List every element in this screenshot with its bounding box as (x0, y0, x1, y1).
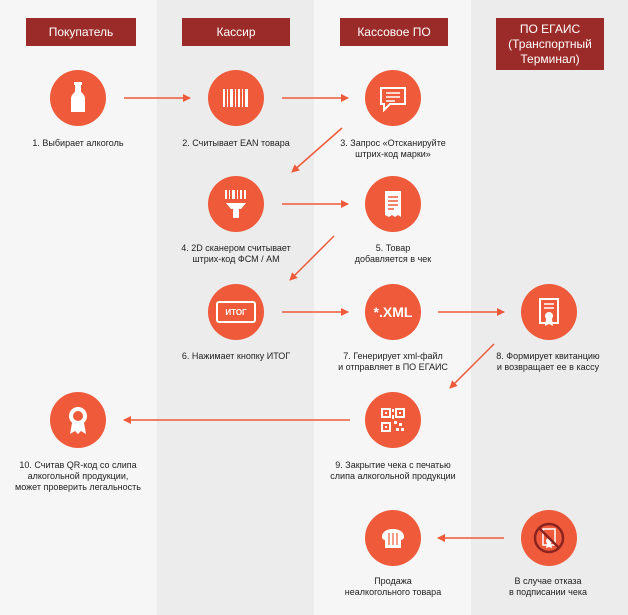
lane-header-pos: Кассовое ПО (340, 18, 448, 46)
award-badge-icon (69, 407, 87, 434)
arrow-3-to-4 (291, 127, 343, 173)
step-11-node (365, 510, 421, 566)
receipt-icon (385, 191, 401, 217)
step-2-caption: 2. Считывает EAN товара (182, 138, 290, 148)
step-11-caption: Продажа неалкогольного товара (344, 576, 442, 597)
lane-header-egais: ПО ЕГАИС (Транспортный Терминал) (496, 18, 604, 70)
lane-header-cashier: Кассир (182, 18, 290, 46)
refused-certificate-icon (533, 522, 565, 554)
barcode-icon (223, 89, 248, 107)
step-10-caption: 10. Считав QR-код со слипа алкогольной п… (15, 460, 141, 492)
step-9-node (365, 392, 421, 448)
step-12-caption: В случае отказа в подписании чека (509, 576, 587, 597)
total-button-icon: ИТОГ (216, 301, 256, 323)
step-10-node (50, 392, 106, 448)
scanner-icon (225, 190, 246, 218)
step-3-node (365, 70, 421, 126)
step-5-caption: 5. Товар добавляется в чек (354, 243, 432, 264)
qr-code-icon (381, 408, 405, 432)
message-icon (380, 87, 406, 113)
step-6-caption: 6. Нажимает кнопку ИТОГ (181, 351, 291, 361)
step-1-node (50, 70, 106, 126)
step-8-node (521, 284, 577, 340)
step-5-node (365, 176, 421, 232)
step-3-caption: 3. Запрос «Отсканируйте штрих-код марки» (340, 138, 446, 159)
step-7-caption: 7. Генерирует xml-файл и отправляет в ПО… (338, 351, 448, 372)
total-button-icon-label: ИТОГ (225, 307, 247, 317)
step-8-caption: 8. Формирует квитанцию и возвращает ее в… (496, 351, 600, 372)
certificate-icon (539, 298, 559, 326)
xml-file-icon: *.XML (373, 304, 413, 320)
step-6-node: ИТОГ (208, 284, 264, 340)
step-1-caption: 1. Выбирает алкоголь (32, 138, 124, 148)
step-2-node (208, 70, 264, 126)
step-7-node: *.XML (365, 284, 421, 340)
bottle-icon (71, 82, 85, 112)
step-4-node (208, 176, 264, 232)
step-12-node (521, 510, 577, 566)
bread-icon (382, 529, 404, 548)
arrow-8-to-9 (449, 343, 495, 389)
arrow-5-to-6 (289, 235, 335, 281)
step-4-caption: 4. 2D сканером считывает штрих-код ФСМ /… (181, 243, 291, 264)
lane-header-buyer: Покупатель (26, 18, 136, 46)
step-9-caption: 9. Закрытие чека с печатью слипа алкогол… (330, 460, 456, 481)
